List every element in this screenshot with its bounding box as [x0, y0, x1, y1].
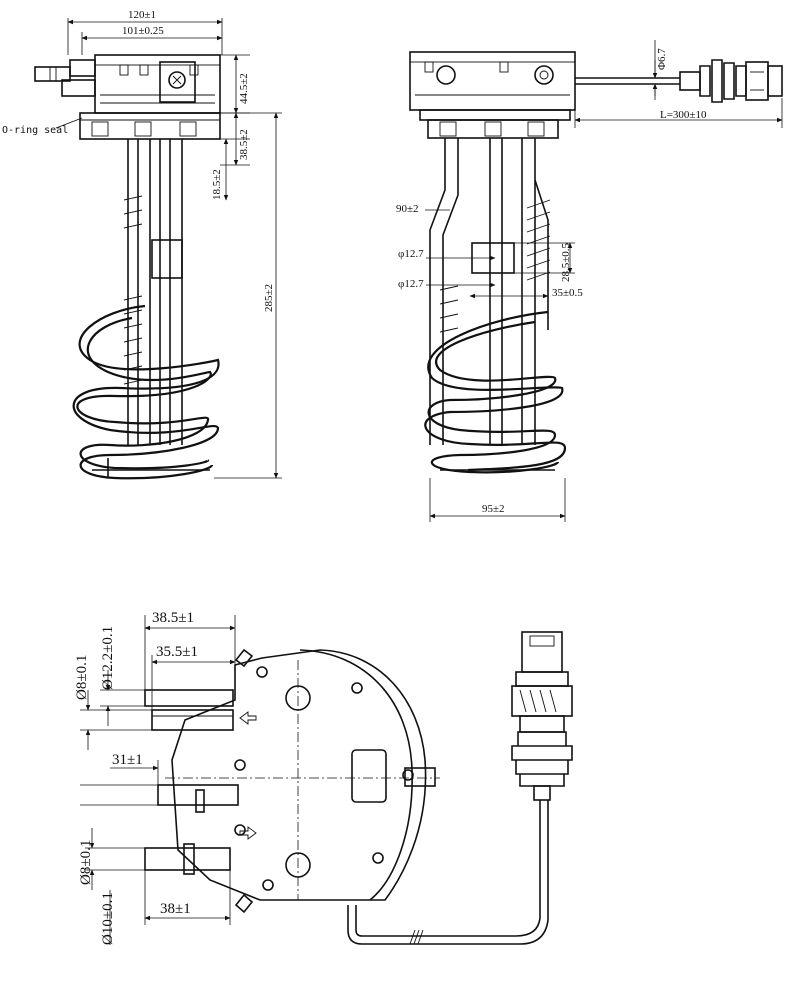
side-cable-connector: [575, 59, 783, 103]
front-port-tubes: [34, 59, 96, 97]
side-head-housing: [409, 51, 576, 121]
top-main-body: [165, 648, 440, 914]
dim-tube-dia-2: φ12.7: [398, 278, 424, 290]
top-dimensions: 38.5±1 35.5±1 Ø12.2±0.1 Ø8±0.1 31±1 Ø8: [74, 610, 236, 945]
dim-width-total: 120±1: [128, 9, 156, 21]
dim-cable-dia: Φ6.7: [656, 48, 668, 70]
dim-len-1: 38.5±1: [152, 610, 194, 626]
dim-base-width: 95±2: [482, 503, 505, 515]
top-connector: [511, 631, 573, 801]
dim-len-4: 38±1: [160, 901, 191, 917]
side-flange: [427, 119, 559, 139]
side-dimensions: Φ6.7 L=300±10 90±2 φ12.7 φ12.7 28.5±0.5 …: [396, 40, 783, 522]
dim-width-flange: 101±0.25: [122, 25, 164, 37]
dim-dia-4: Ø10±0.1: [100, 892, 116, 945]
dim-len-2: 35.5±1: [156, 644, 198, 660]
top-cable: [347, 800, 549, 945]
dim-dia-3: Ø8±0.1: [78, 840, 94, 885]
front-head-housing: [94, 54, 221, 114]
front-view: O-ring seal 120±1: [2, 9, 282, 480]
front-coil: [72, 304, 220, 480]
front-dimensions: 120±1 101±0.25 44.5±2 38.5±2 18.5±2 285±…: [67, 9, 282, 479]
top-ports: [144, 689, 239, 875]
dim-height-head: 44.5±2: [238, 73, 250, 104]
dim-dia-1: Ø12.2±0.1: [100, 626, 116, 690]
dim-dia-2: Ø8±0.1: [74, 655, 90, 700]
oring-label: O-ring seal: [2, 125, 68, 136]
side-coil: [424, 310, 567, 474]
dim-offset: 35±0.5: [552, 287, 583, 299]
side-view: Φ6.7 L=300±10 90±2 φ12.7 φ12.7 28.5±0.5 …: [396, 40, 783, 522]
dim-height-short: 18.5±2: [211, 169, 223, 200]
front-vertical-tubes: [123, 139, 183, 445]
dim-tube-dia-1: φ12.7: [398, 248, 424, 260]
front-flange: [79, 112, 221, 140]
dim-height-total: 285±2: [263, 284, 275, 312]
dim-cable-length: L=300±10: [660, 109, 707, 121]
top-view: 38.5±1 35.5±1 Ø12.2±0.1 Ø8±0.1 31±1 Ø8: [74, 610, 573, 945]
dim-sensor-height: 28.5±0.5: [560, 242, 572, 282]
dim-height-flange: 38.5±2: [238, 129, 250, 160]
dim-bend-angle: 90±2: [396, 203, 419, 215]
dim-len-3: 31±1: [112, 752, 143, 768]
